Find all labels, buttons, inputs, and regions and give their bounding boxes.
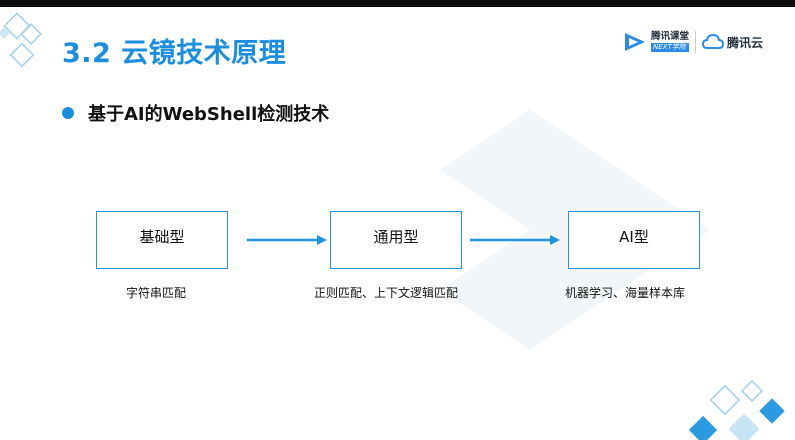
stage-caption-general: 正则匹配、上下文逻辑匹配: [314, 286, 459, 300]
tencent-cloud-name: 腾讯云: [727, 35, 764, 50]
slide-title: 3.2 云镜技术原理: [62, 38, 287, 69]
stage-caption-basic: 字符串匹配: [126, 286, 187, 300]
stage-label-basic: 基础型: [139, 228, 185, 246]
bullet-heading: 基于AI的WebShell检测技术: [88, 104, 330, 125]
stage-box-basic: 基础型: [96, 211, 228, 269]
tencent-classroom-logo: 腾讯课堂 NEXT学院: [651, 30, 690, 53]
arrow-right-icon: [470, 235, 560, 245]
stage-box-ai: AI型: [568, 211, 700, 269]
top-bar: [0, 0, 795, 7]
tencent-classroom-logo-icon: [625, 33, 645, 51]
tencent-cloud-logo-icon: [702, 34, 725, 49]
corner-decoration-bottom-right: [688, 380, 785, 440]
stage-caption-ai: 机器学习、海量样本库: [565, 286, 686, 300]
bullet-dot: [62, 107, 74, 119]
logo-area: 腾讯课堂 NEXT学院 腾讯云: [623, 30, 763, 54]
arrow-right-icon: [247, 235, 327, 245]
corner-decoration-top-left: [0, 12, 42, 68]
stage-label-ai: AI型: [619, 228, 649, 246]
logo-divider: [695, 31, 697, 53]
stage-label-general: 通用型: [373, 228, 419, 246]
next-academy-label: NEXT学院: [651, 43, 690, 53]
stage-box-general: 通用型: [330, 211, 462, 269]
tencent-classroom-name: 腾讯课堂: [651, 30, 690, 42]
